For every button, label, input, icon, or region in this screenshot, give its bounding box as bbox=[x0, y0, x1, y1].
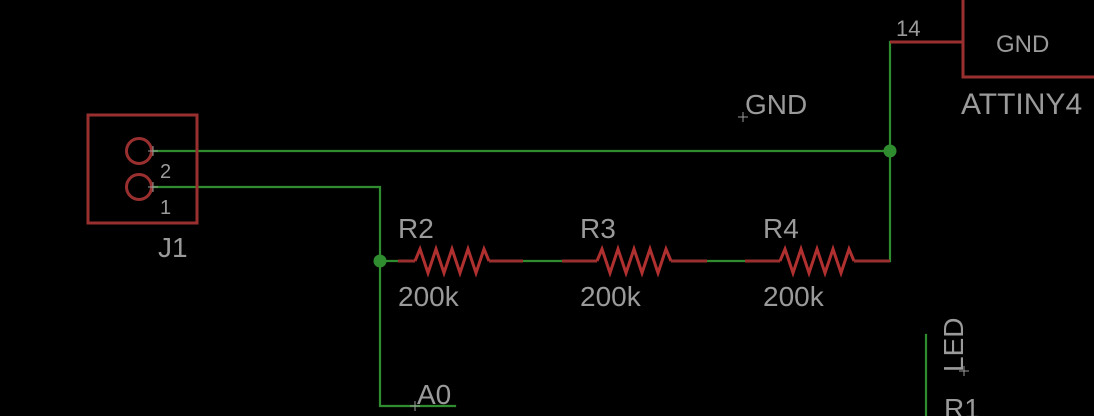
a0-label: A0 bbox=[417, 379, 451, 410]
j1-name: J1 bbox=[158, 232, 188, 263]
r3-value: 200k bbox=[580, 281, 642, 312]
r3-zigzag bbox=[595, 244, 673, 278]
j1-pin2-pad bbox=[125, 137, 153, 165]
j1-outline bbox=[86, 113, 199, 225]
a0-origin-cross bbox=[410, 401, 420, 411]
r2-name: R2 bbox=[398, 213, 434, 244]
r2-value: 200k bbox=[398, 281, 460, 312]
junction-gnd bbox=[883, 144, 897, 158]
led[interactable]: LED bbox=[938, 318, 969, 376]
r4-zigzag bbox=[778, 244, 856, 278]
r1-name: R1 bbox=[944, 393, 980, 416]
j1-pin2-cross bbox=[148, 146, 158, 156]
resistor-r1[interactable]: R1 bbox=[944, 393, 980, 416]
ic-body-outline bbox=[961, 0, 1094, 79]
r4-value: 200k bbox=[763, 281, 825, 312]
connector-j1[interactable]: 2 1 J1 bbox=[86, 113, 199, 263]
r4-name: R4 bbox=[763, 213, 799, 244]
led-name: LED bbox=[938, 318, 969, 372]
r3-name: R3 bbox=[580, 213, 616, 244]
wires bbox=[151, 40, 962, 416]
ic-name: ATTINY4 bbox=[961, 88, 1082, 121]
wire-a0 bbox=[378, 259, 457, 408]
resistor-r4[interactable]: R4 200k bbox=[745, 213, 890, 312]
j1-pin1-pad bbox=[125, 173, 153, 201]
gnd-label: GND bbox=[745, 89, 807, 120]
wire-r4-to-gnd bbox=[888, 40, 962, 263]
ic-attiny[interactable]: 14 GND ATTINY4 bbox=[890, 0, 1094, 121]
net-label-gnd[interactable]: GND bbox=[738, 89, 807, 122]
ic-pin14-number: 14 bbox=[896, 16, 920, 41]
j1-pin1-number: 1 bbox=[160, 197, 171, 219]
resistor-r3[interactable]: R3 200k bbox=[562, 213, 707, 312]
ic-gnd-pin-label: GND bbox=[996, 31, 1049, 58]
led-origin-cross bbox=[959, 366, 969, 376]
wire-j1-pin1-to-r2 bbox=[151, 185, 382, 263]
j1-pin1-cross bbox=[148, 182, 158, 192]
gnd-origin-cross bbox=[738, 112, 748, 122]
j1-pin2-number: 2 bbox=[160, 161, 171, 183]
r2-zigzag bbox=[413, 244, 491, 278]
net-label-a0[interactable]: A0 bbox=[410, 379, 451, 411]
resistor-r2[interactable]: R2 200k bbox=[398, 213, 523, 312]
junction-r2 bbox=[373, 254, 387, 268]
